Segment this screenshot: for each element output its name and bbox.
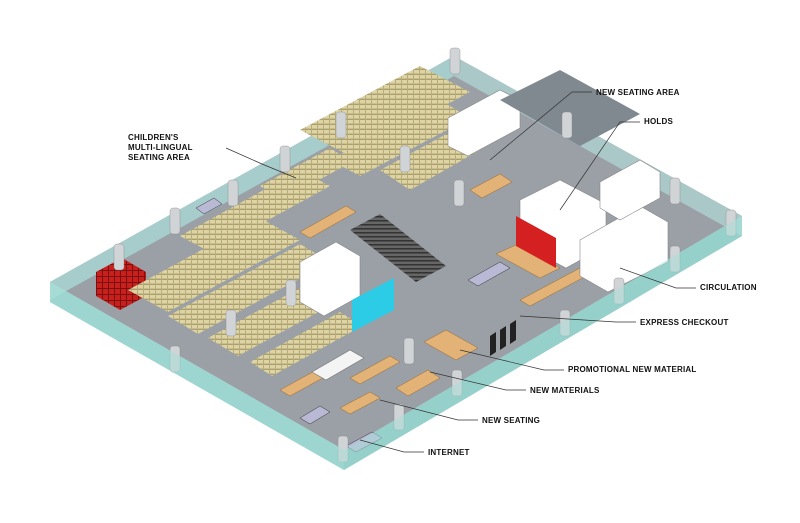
reading-tables — [279, 173, 591, 415]
label-new-seating: NEW SEATING — [482, 416, 541, 425]
label-new-seating-area: NEW SEATING AREA — [596, 88, 680, 97]
express-checkout-kiosks — [490, 320, 516, 356]
back-office-floor — [500, 70, 640, 146]
core-walls — [299, 89, 669, 317]
label-childrens-area: CHILDREN'S MULTI-LINGUAL SEATING AREA — [128, 133, 193, 162]
label-express-checkout: EXPRESS CHECKOUT — [640, 318, 729, 327]
label-promotional-new-material: PROMOTIONAL NEW MATERIAL — [568, 365, 697, 374]
holds-red-wall — [516, 216, 556, 268]
label-internet: INTERNET — [428, 448, 470, 457]
cyan-feature-wall — [352, 278, 394, 332]
label-new-materials: NEW MATERIALS — [530, 386, 600, 395]
promotional-display — [311, 349, 365, 381]
leader-lines — [225, 91, 696, 453]
label-holds: HOLDS — [644, 117, 673, 126]
glass-wall-front-right — [344, 216, 742, 470]
label-circulation: CIRCULATION — [700, 283, 757, 292]
glass-wall-front-left — [50, 282, 344, 470]
red-reference-stacks — [96, 258, 146, 310]
escalator — [350, 214, 446, 282]
